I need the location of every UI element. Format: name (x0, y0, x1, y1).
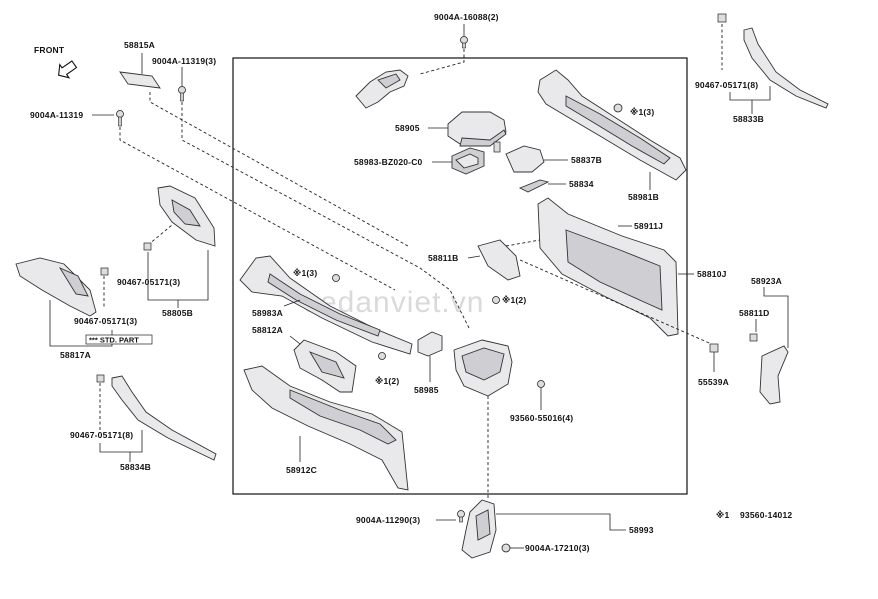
clip-icon (749, 333, 758, 342)
part-58834B-trim (111, 375, 217, 461)
note-1-2-a: ※1(2) (375, 376, 399, 386)
clip-icon (709, 343, 719, 353)
part-58817A-trim (15, 257, 97, 317)
part-58981B-panel (537, 69, 687, 181)
clip-icon (96, 374, 105, 383)
part-58905-lid (447, 111, 507, 147)
screw-icon (537, 380, 545, 388)
label-58911J: 58911J (634, 221, 663, 231)
label-55539A: 55539A (698, 377, 729, 387)
clip-icon (378, 352, 386, 360)
part-58911J-panel (537, 197, 679, 337)
part-58993-bracket (461, 499, 497, 559)
label-90467-05171-8-b: 90467-05171(8) (70, 430, 133, 440)
note-1-3-a: ※1(3) (630, 107, 654, 117)
part-58812A-bracket (293, 339, 357, 393)
label-9004A-11319: 9004A-11319 (30, 110, 83, 120)
label-90467-05171-8-top: 90467-05171(8) (695, 80, 758, 90)
part-58811B-bracket (477, 239, 521, 281)
clip-icon (332, 274, 340, 282)
label-58983-BZ020-C0: 58983-BZ020-C0 (354, 157, 423, 167)
clip-icon (493, 141, 501, 153)
footnote-part: 93560-14012 (740, 510, 792, 520)
note-1-2-b: ※1(2) (502, 295, 526, 305)
part-58983A-trim (239, 255, 413, 355)
label-9004A-17210-3: 9004A-17210(3) (525, 543, 590, 553)
label-58817A: 58817A (60, 350, 91, 360)
label-58833B: 58833B (733, 114, 764, 124)
screw-icon (178, 86, 186, 102)
label-58905: 58905 (395, 123, 420, 133)
label-9004A-16088-2: 9004A-16088(2) (434, 12, 499, 22)
label-58837B: 58837B (571, 155, 602, 165)
part-bracket-top (355, 69, 409, 109)
screw-icon (116, 110, 124, 127)
label-58812A: 58812A (252, 325, 283, 335)
part-58985-clip (417, 331, 443, 357)
label-58810J: 58810J (697, 269, 727, 279)
note-1-3-b: ※1(3) (293, 268, 317, 278)
part-58912C-side-panel (243, 365, 409, 491)
label-58834: 58834 (569, 179, 594, 189)
front-label: FRONT (34, 45, 65, 55)
std-part-box (85, 334, 153, 345)
part-58834-strip (518, 179, 550, 193)
clip-icon (717, 13, 727, 23)
part-console-box (453, 339, 513, 397)
label-58981B: 58981B (628, 192, 659, 202)
label-58923A: 58923A (751, 276, 782, 286)
part-58983-BZ020-hinge (451, 147, 485, 175)
label-58805B: 58805B (162, 308, 193, 318)
label-9004A-11319-3: 9004A-11319(3) (152, 56, 216, 66)
label-58912C: 58912C (286, 465, 317, 475)
part-58815A-pad (119, 71, 161, 89)
clip-icon (143, 242, 152, 251)
label-90467-05171-3-b: 90467-05171(3) (74, 316, 137, 326)
clip-icon (492, 296, 500, 304)
part-58833B-trim (743, 27, 829, 109)
label-58983A: 58983A (252, 308, 283, 318)
part-58805B-bracket (157, 185, 216, 247)
label-58834B: 58834B (120, 462, 151, 472)
nut-icon (501, 543, 511, 553)
label-58815A: 58815A (124, 40, 155, 50)
label-58811D: 58811D (739, 308, 770, 318)
std-part-label: *** STD. PART (89, 336, 139, 345)
label-58993: 58993 (629, 525, 654, 535)
part-58923A-cover (759, 345, 789, 405)
clip-icon (100, 267, 109, 276)
screw-icon (457, 510, 465, 523)
front-arrow-icon (58, 60, 78, 79)
label-9004A-11290-3: 9004A-11290(3) (356, 515, 420, 525)
footnote-symbol: ※1 (716, 510, 729, 520)
label-58985: 58985 (414, 385, 439, 395)
screw-icon (460, 36, 468, 49)
clip-icon (613, 103, 623, 113)
main-assembly-frame (232, 57, 688, 495)
part-58837B-latch (505, 145, 545, 173)
label-90467-05171-3-a: 90467-05171(3) (117, 277, 180, 287)
label-93560-55016-4: 93560-55016(4) (510, 413, 573, 423)
label-58811B: 58811B (428, 253, 459, 263)
